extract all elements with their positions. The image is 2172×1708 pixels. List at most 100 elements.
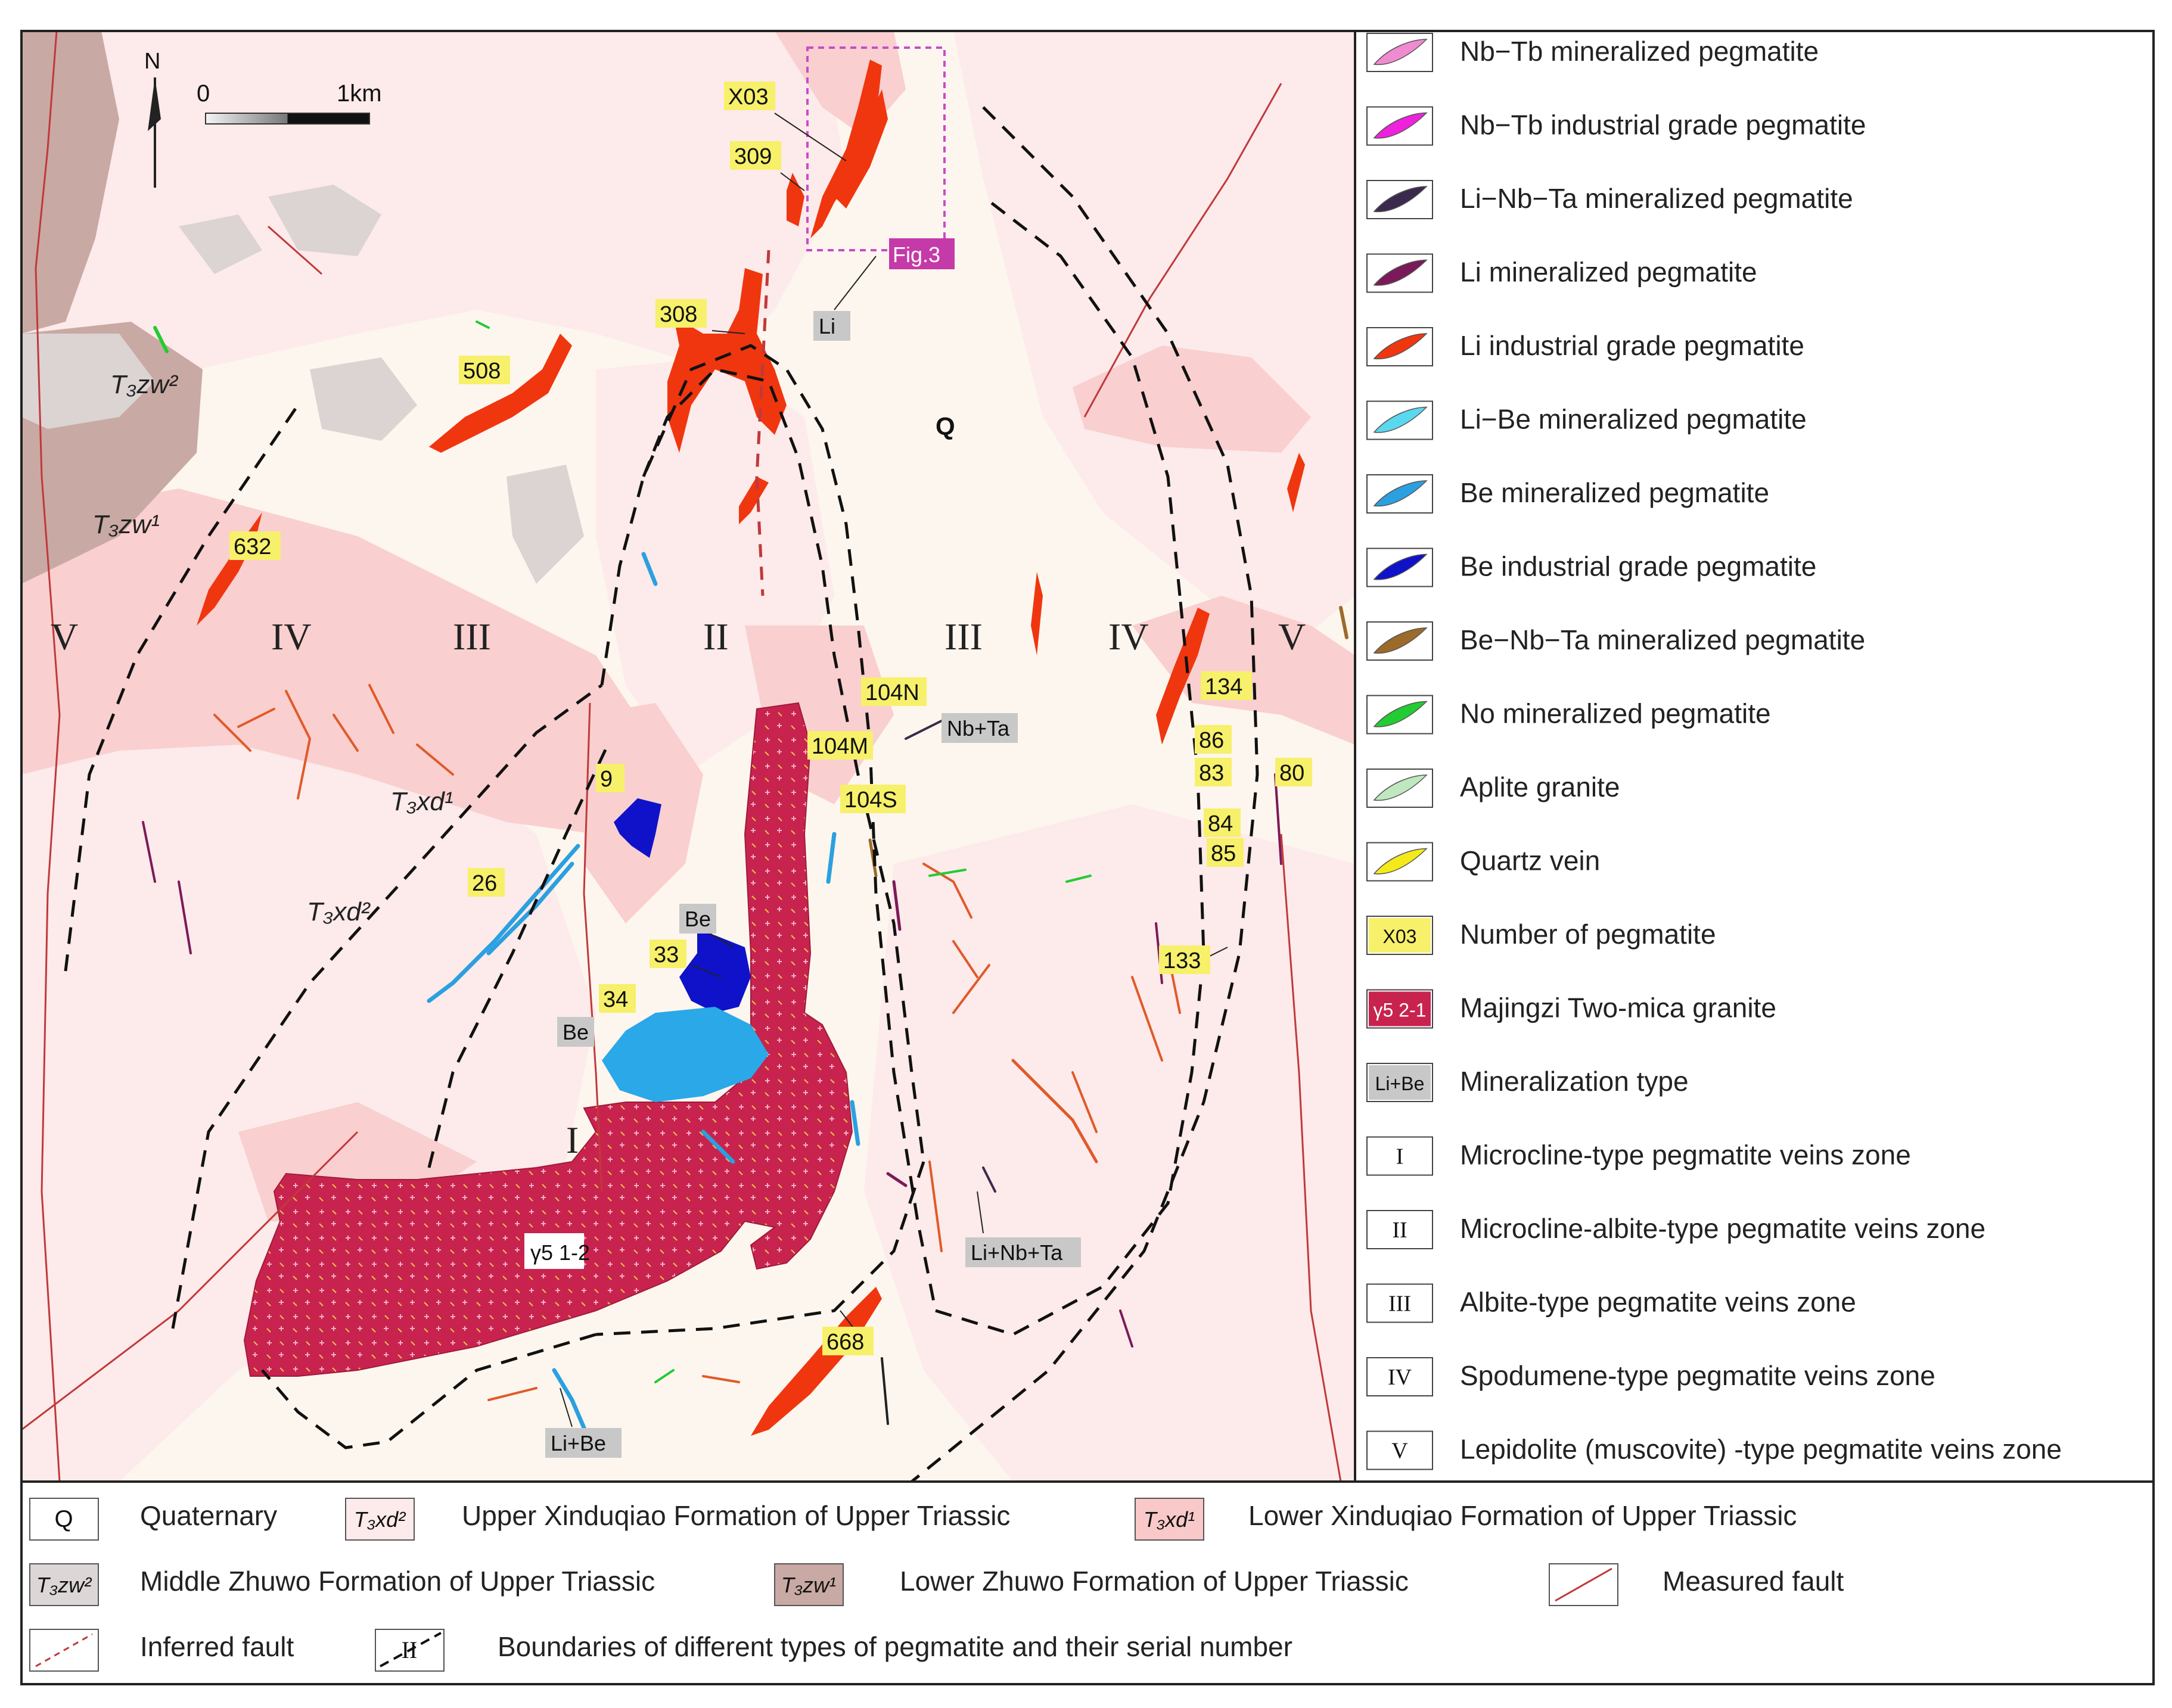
legend-item: γ5 2-1 Majingzi Two-mica granite [1366, 989, 1776, 1029]
granite-label: γ5 1-2 [524, 1233, 590, 1269]
legend-item: Li−Nb−Ta mineralized pegmatite [1366, 180, 1853, 219]
svg-text:104M: 104M [812, 734, 868, 759]
svg-text:No mineralized pegmatite: No mineralized pegmatite [1460, 698, 1771, 729]
svg-text:Be: Be [563, 1020, 589, 1044]
svg-text:Nb−Tb industrial grade pegmati: Nb−Tb industrial grade pegmatite [1460, 110, 1866, 141]
svg-text:Li industrial grade pegmatite: Li industrial grade pegmatite [1460, 330, 1804, 361]
legend-item: Li−Be mineralized pegmatite [1366, 400, 1807, 440]
svg-text:104N: 104N [865, 680, 919, 705]
svg-text:Mineralization type: Mineralization type [1460, 1066, 1689, 1097]
svg-text:Be: Be [685, 907, 711, 931]
svg-text:Quartz vein: Quartz vein [1460, 845, 1600, 876]
bottom-legend-item: Inferred fault [29, 1629, 294, 1672]
svg-text:γ5 2-1: γ5 2-1 [1374, 1000, 1427, 1021]
svg-text:34: 34 [603, 987, 628, 1012]
map-panel: N 0 1km Qγ5 1-2T₃zw²T₃zw¹T₃xd¹T₃xd²VIVII… [21, 31, 1355, 1482]
svg-text:Li−Nb−Ta mineralized pegmatite: Li−Nb−Ta mineralized pegmatite [1460, 183, 1853, 214]
svg-text:308: 308 [660, 302, 697, 327]
mineralization-type-tag: Nb+Ta [941, 713, 1018, 743]
svg-text:Inferred fault: Inferred fault [140, 1631, 294, 1662]
svg-text:T₃xd²: T₃xd² [354, 1507, 406, 1532]
legend-item: IV Spodumene-type pegmatite veins zone [1366, 1357, 1935, 1396]
legend-item: V Lepidolite (muscovite) -type pegmatite … [1366, 1430, 2062, 1470]
svg-text:Majingzi Two-mica granite: Majingzi Two-mica granite [1460, 993, 1776, 1023]
svg-text:Be mineralized pegmatite: Be mineralized pegmatite [1460, 477, 1769, 508]
legend-item: Be−Nb−Ta mineralized pegmatite [1366, 621, 1865, 661]
svg-text:Li: Li [819, 314, 835, 338]
figure-3-tag: Fig.3 [889, 238, 955, 269]
svg-text:IV: IV [1388, 1365, 1412, 1390]
svg-text:Quaternary: Quaternary [140, 1500, 277, 1531]
svg-text:9: 9 [600, 767, 613, 792]
pegmatite-number-tag: 34 [599, 984, 636, 1013]
svg-text:V: V [1391, 1439, 1408, 1464]
svg-text:632: 632 [234, 534, 271, 559]
stratum-label: T₃xd² [307, 897, 371, 926]
pegmatite-number-tag: 104N [861, 677, 927, 706]
svg-text:Middle Zhuwo Formation of Uppe: Middle Zhuwo Formation of Upper Triassic [140, 1566, 655, 1597]
svg-text:26: 26 [472, 871, 497, 896]
svg-text:Lower Xinduqiao Formation of U: Lower Xinduqiao Formation of Upper Trias… [1248, 1500, 1797, 1531]
svg-text:III: III [1388, 1292, 1411, 1317]
stratum-label: T₃zw² [110, 370, 178, 399]
scale-bar: 0 1km [197, 80, 382, 125]
stratum-label: T₃xd¹ [390, 787, 453, 816]
svg-text:104S: 104S [844, 788, 897, 813]
svg-text:T₃zw¹: T₃zw¹ [781, 1573, 836, 1597]
legend-item: No mineralized pegmatite [1366, 695, 1771, 735]
svg-text:33: 33 [654, 942, 679, 967]
mineralization-type-tag: Li [813, 256, 877, 341]
zone-label: I [566, 1119, 579, 1161]
pegmatite-number-tag: 668 [822, 1310, 874, 1355]
svg-text:86: 86 [1199, 728, 1224, 753]
mineralization-type-tag: Be [679, 904, 734, 948]
svg-text:Li−Be mineralized pegmatite: Li−Be mineralized pegmatite [1460, 404, 1807, 435]
svg-text:II: II [1392, 1218, 1407, 1243]
legend-item: Aplite granite [1366, 769, 1620, 808]
pegmatite-number-tag: 104S [840, 785, 906, 813]
svg-text:Lepidolite (muscovite) -type p: Lepidolite (muscovite) -type pegmatite v… [1460, 1434, 2062, 1465]
svg-text:Albite-type pegmatite veins zo: Albite-type pegmatite veins zone [1460, 1287, 1856, 1318]
svg-text:Be−Nb−Ta mineralized pegmatite: Be−Nb−Ta mineralized pegmatite [1460, 624, 1865, 655]
pegmatite-number-tag: 133 [1159, 945, 1228, 974]
svg-text:Nb+Ta: Nb+Ta [947, 716, 1010, 741]
pegmatite-number-tag: 308 [655, 299, 745, 334]
mineralization-type-tag: Li+Be [545, 1387, 622, 1458]
legend-item: Nb−Tb mineralized pegmatite [1366, 33, 1819, 72]
svg-text:Li+Nb+Ta: Li+Nb+Ta [971, 1240, 1063, 1265]
svg-text:I: I [1396, 1144, 1404, 1169]
pegmatite-number-tag: 80 [1275, 758, 1312, 786]
lower-zhuwo-area [21, 31, 119, 334]
zone-label: III [453, 615, 491, 658]
zone-label: V [1278, 615, 1306, 658]
north-arrow: N [144, 49, 161, 188]
pegmatite-number-tag: 84 [1204, 808, 1241, 837]
svg-text:Fig.3: Fig.3 [893, 242, 940, 267]
svg-text:Li mineralized pegmatite: Li mineralized pegmatite [1460, 257, 1757, 288]
legend-item: Li industrial grade pegmatite [1366, 327, 1804, 366]
svg-text:Microcline-type pegmatite vein: Microcline-type pegmatite veins zone [1460, 1140, 1911, 1171]
svg-text:84: 84 [1208, 811, 1233, 836]
svg-text:134: 134 [1205, 674, 1242, 699]
be-mineralized-pegmatite-bodies [602, 1007, 769, 1102]
svg-text:Boundaries of different types: Boundaries of different types of pegmati… [498, 1631, 1292, 1662]
stratum-label: T₃zw¹ [92, 510, 160, 539]
pegmatite-number-tag: 33 [650, 939, 722, 978]
scale-end-label: 1km [337, 80, 382, 107]
svg-text:Spodumene-type pegmatite veins: Spodumene-type pegmatite veins zone [1460, 1360, 1935, 1391]
pegmatite-number-tag: 309 [730, 141, 805, 191]
svg-text:Number of pegmatite: Number of pegmatite [1460, 919, 1716, 950]
svg-text:80: 80 [1279, 761, 1304, 786]
svg-text:Nb−Tb mineralized pegmatite: Nb−Tb mineralized pegmatite [1460, 36, 1819, 67]
pegmatite-number-tag: 134 [1201, 671, 1252, 700]
inferred-fault [755, 250, 770, 596]
